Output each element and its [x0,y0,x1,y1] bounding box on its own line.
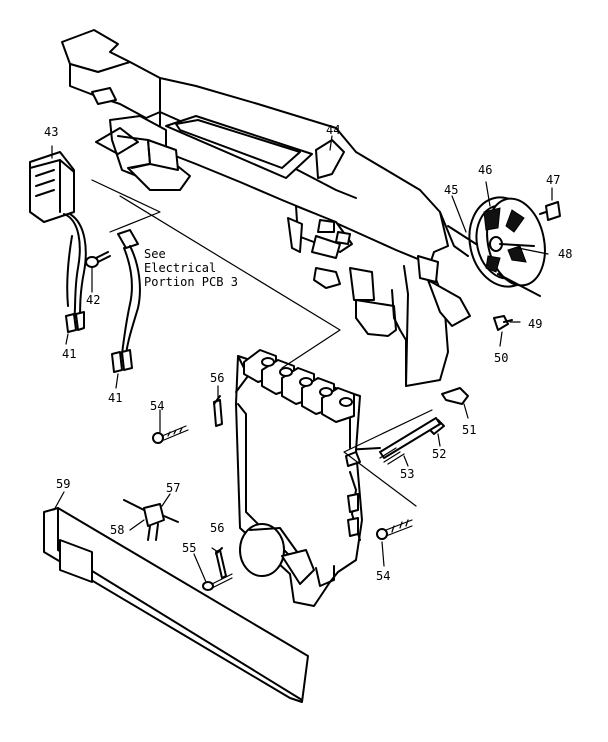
reference-lines [51,135,553,583]
callout-46: 46 [478,163,492,177]
callout-41-left: 41 [62,347,76,361]
callout-58: 58 [110,523,124,537]
wire-harness-left [63,213,87,333]
wire-harness-center [111,229,141,373]
clip-part-56-upper [213,395,223,427]
callout-41-center: 41 [108,391,122,405]
main-frame-part [61,29,471,387]
callout-43: 43 [44,125,58,139]
callout-42: 42 [86,293,100,307]
screw-part-54-upper [152,425,189,444]
pulley-wheel-part-46 [468,196,546,288]
screw-part-42 [85,251,111,268]
pcb-board [235,349,363,607]
screw-part-47 [539,201,561,221]
callout-48: 48 [558,247,572,261]
callout-56-lower: 56 [210,521,224,535]
callout-56-upper: 56 [210,371,224,385]
electrical-note: See Electrical Portion PCB 3 [144,247,238,289]
screw-part-54-lower [376,519,413,540]
callout-57: 57 [166,481,180,495]
callout-49: 49 [528,317,542,331]
switch-part-57 [123,499,179,541]
note-line-2: Electrical [144,261,216,275]
clip-part-56-lower [215,547,227,579]
callout-54-upper: 54 [150,399,164,413]
module-part-43 [29,151,75,223]
note-line-1: See [144,247,166,261]
callout-59: 59 [56,477,70,491]
screw-part-55 [202,573,233,591]
bracket-part-51 [441,387,469,405]
callout-50: 50 [494,351,508,365]
clip-part-49 [493,315,513,331]
front-panel-part-59 [43,507,309,703]
callout-53: 53 [400,467,414,481]
callout-55: 55 [182,541,196,555]
callout-54-lower: 54 [376,569,390,583]
note-line-3: Portion PCB 3 [144,275,238,289]
bracket-assembly [95,115,191,191]
callout-labels: 41 41 42 43 44 45 46 47 48 49 50 51 52 5… [44,123,572,583]
callout-52: 52 [432,447,446,461]
callout-47: 47 [546,173,560,187]
shaft-part-45 [447,225,541,297]
callout-45: 45 [444,183,458,197]
callout-51: 51 [462,423,476,437]
callout-44: 44 [326,123,340,137]
